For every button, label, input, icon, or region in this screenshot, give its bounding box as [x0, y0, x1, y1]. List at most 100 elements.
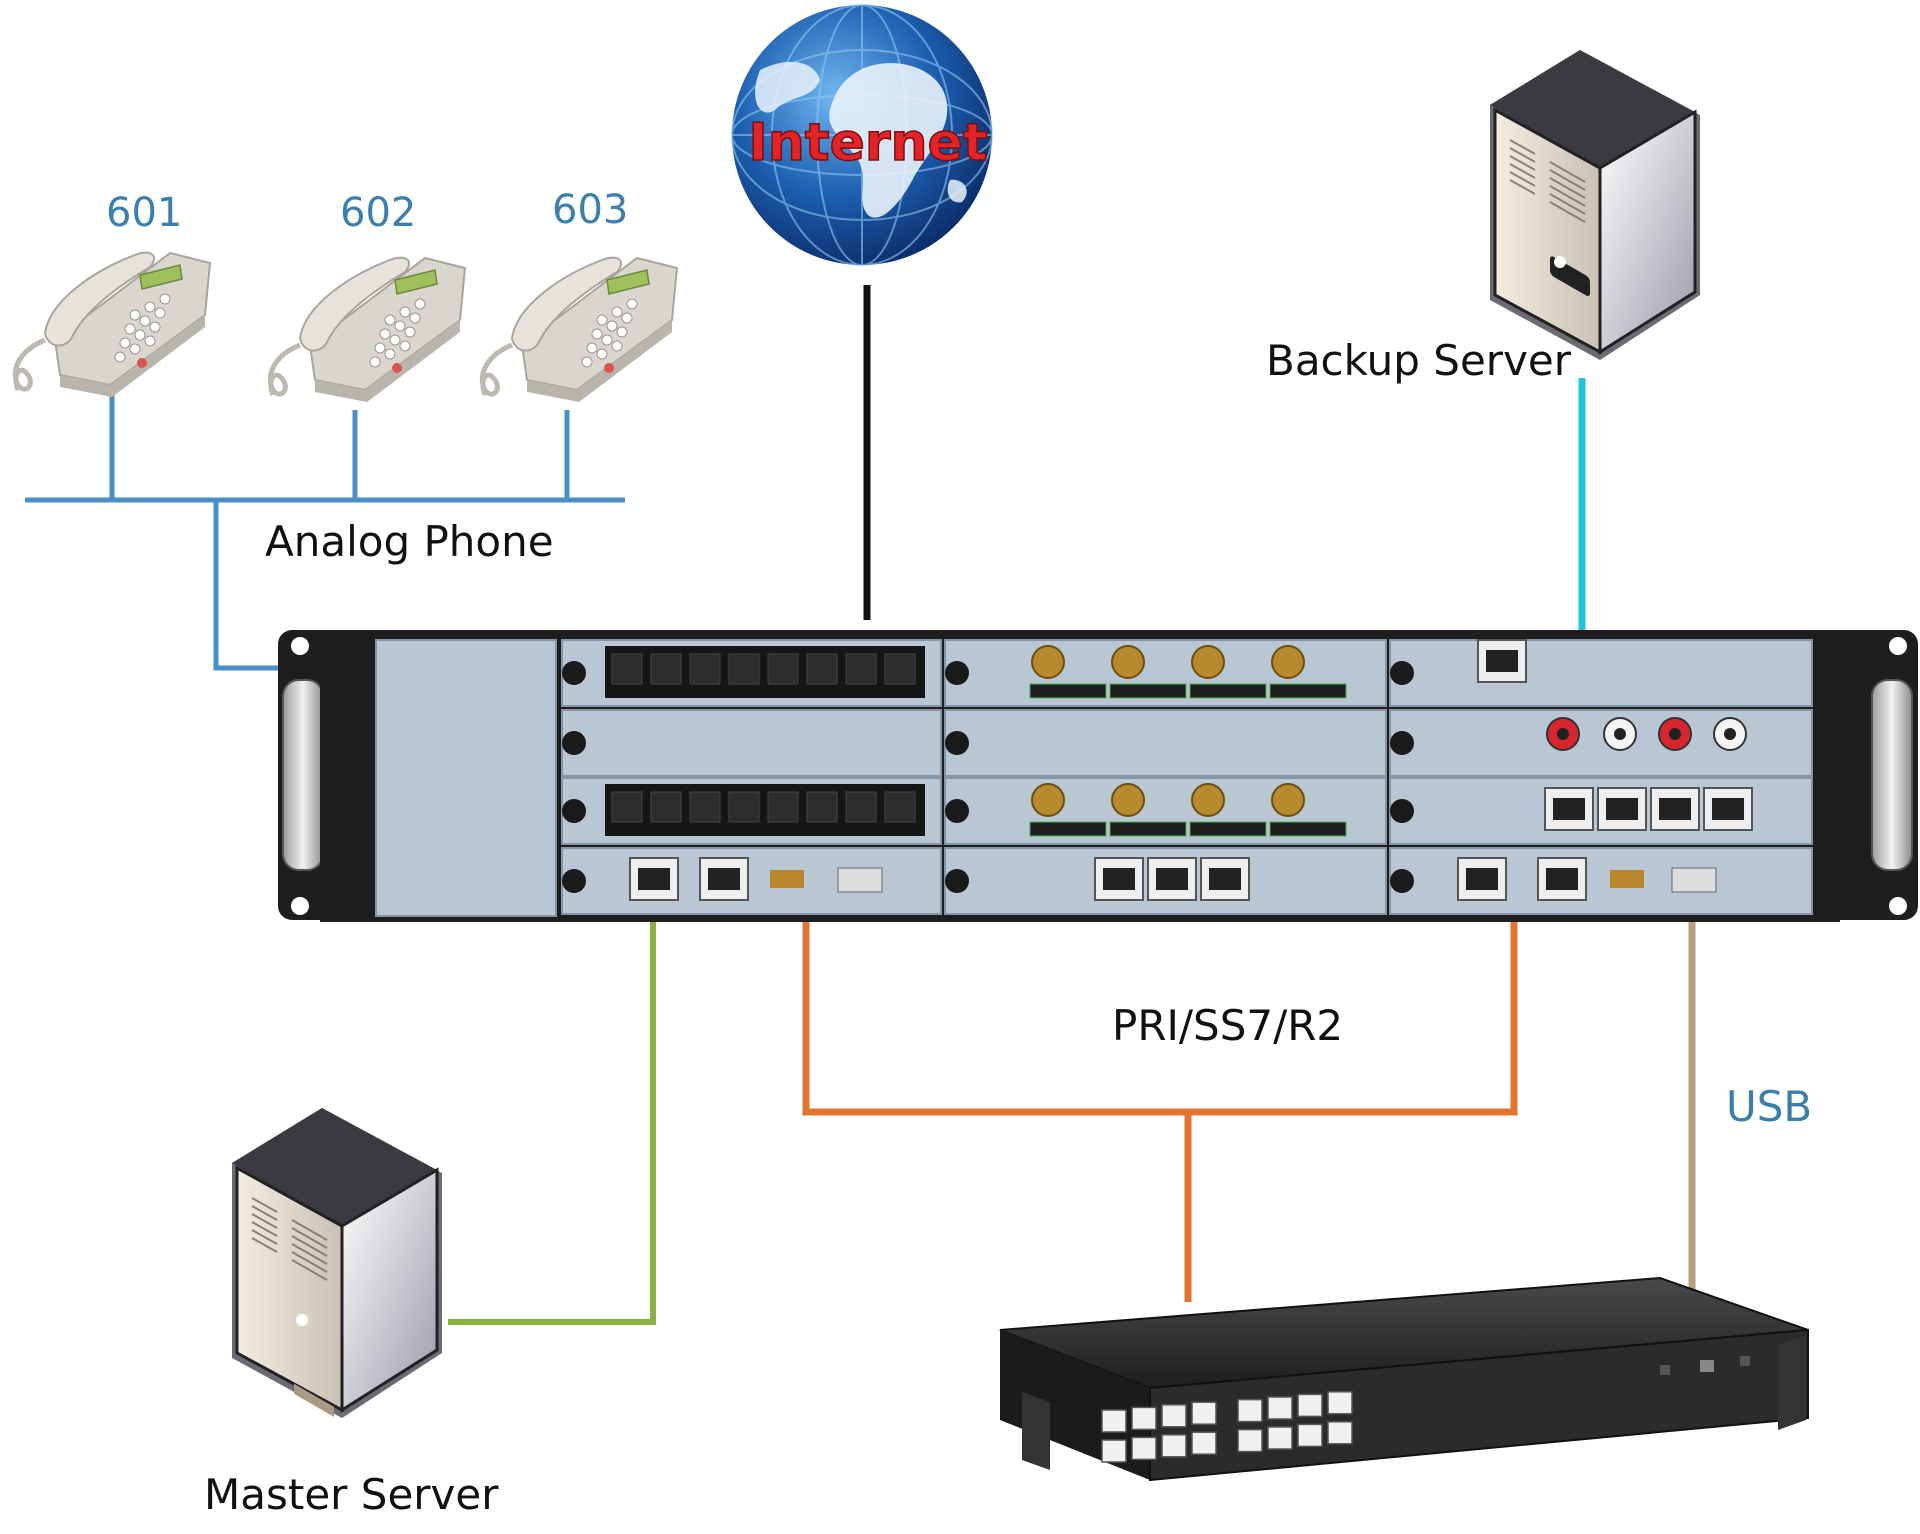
switch-port — [1267, 1426, 1293, 1450]
module-slot — [1389, 639, 1813, 707]
fxs-port — [689, 653, 721, 685]
slot-screw — [945, 731, 969, 755]
switch-port — [1327, 1421, 1353, 1445]
fxs-port — [728, 791, 760, 823]
rj45-port-jack — [708, 868, 740, 890]
rca-jack-center — [1614, 728, 1626, 740]
fxs-port — [689, 791, 721, 823]
fxs-port — [650, 791, 682, 823]
coax-connector-base — [1029, 683, 1107, 699]
slot-screw — [562, 661, 586, 685]
rj45-port-jack — [1659, 798, 1691, 820]
master-server-link — [448, 905, 656, 1325]
rack-handle-right — [1871, 679, 1913, 871]
extension-602-label: 602 — [340, 190, 417, 236]
coax-connector — [1271, 783, 1305, 817]
phone-icon — [12, 251, 212, 397]
switch-port — [1191, 1401, 1217, 1425]
fxs-port — [611, 653, 643, 685]
extension-601-label: 601 — [106, 190, 183, 236]
slot-screw — [562, 799, 586, 823]
rj45-port-jack — [1466, 868, 1498, 890]
phone-icon — [479, 256, 679, 402]
fxs-port — [845, 653, 877, 685]
rj45-port-jack — [1712, 798, 1744, 820]
rj45-port-jack — [1103, 868, 1135, 890]
module-slot — [1389, 709, 1813, 777]
extension-603-label: 603 — [552, 187, 629, 233]
rca-jack-center — [1669, 728, 1681, 740]
rj45-port-jack — [1209, 868, 1241, 890]
usb-port — [837, 867, 883, 893]
slot-screw — [945, 799, 969, 823]
coax-connector-base — [1109, 683, 1187, 699]
rack-handle-left — [282, 679, 324, 871]
phone-icon — [267, 256, 467, 402]
slot-screw — [945, 869, 969, 893]
switch-port — [1101, 1409, 1127, 1433]
master-server-label: Master Server — [204, 1470, 499, 1519]
switch-port — [1161, 1404, 1187, 1428]
module-slot — [561, 709, 942, 777]
coax-connector-base — [1189, 683, 1267, 699]
switch-port — [1237, 1398, 1263, 1423]
slot-screw — [562, 869, 586, 893]
switch-port — [1101, 1439, 1127, 1463]
server-icon — [1490, 50, 1700, 360]
module-slot — [561, 847, 942, 915]
coax-connector-base — [1269, 683, 1347, 699]
coax-connector — [1191, 783, 1225, 817]
coax-connector — [1031, 783, 1065, 817]
rj45-port-jack — [638, 868, 670, 890]
rack-gateway — [278, 630, 1918, 922]
backup-server-label: Backup Server — [1266, 336, 1572, 385]
coax-connector-base — [1269, 821, 1347, 837]
analog-phone-label: Analog Phone — [265, 517, 554, 566]
fxs-port — [767, 791, 799, 823]
module-slot — [944, 709, 1387, 777]
hdmi-port — [1610, 870, 1644, 888]
coax-connector — [1111, 645, 1145, 679]
rj45-port-jack — [1546, 868, 1578, 890]
fxs-port — [650, 653, 682, 685]
coax-connector — [1271, 645, 1305, 679]
rca-jack-center — [1724, 728, 1736, 740]
rj45-port-jack — [1156, 868, 1188, 890]
fxs-port — [884, 653, 916, 685]
globe-icon — [731, 4, 993, 266]
coax-connector-base — [1189, 821, 1267, 837]
module-slot — [1389, 847, 1813, 915]
server-icon — [232, 1108, 442, 1418]
rj45-port-jack — [1553, 798, 1585, 820]
switch-port — [1297, 1393, 1323, 1418]
fxs-port — [806, 653, 838, 685]
coax-connector-base — [1109, 821, 1187, 837]
trunk-label: PRI/SS7/R2 — [1112, 1001, 1344, 1050]
slot-screw — [1390, 731, 1414, 755]
coax-connector-base — [1029, 821, 1107, 837]
internet-label: Internet — [748, 113, 987, 173]
switch-port-block — [1101, 1391, 1353, 1463]
rca-jack-center — [1557, 728, 1569, 740]
switch-port — [1297, 1423, 1323, 1448]
switch-port — [1161, 1434, 1187, 1458]
slot-screw — [945, 661, 969, 685]
coax-connector — [1031, 645, 1065, 679]
slot-screw — [1390, 661, 1414, 685]
fxs-port — [845, 791, 877, 823]
switch-port — [1131, 1436, 1157, 1461]
fxs-port — [611, 791, 643, 823]
fxs-port — [767, 653, 799, 685]
fxs-port — [806, 791, 838, 823]
slot-screw — [1390, 869, 1414, 893]
coax-connector — [1111, 783, 1145, 817]
fxs-port — [884, 791, 916, 823]
rj45-port-jack — [1606, 798, 1638, 820]
hdmi-port — [770, 870, 804, 888]
slot-screw — [1390, 799, 1414, 823]
trunk-link — [802, 906, 1518, 1302]
switch-port — [1131, 1406, 1157, 1431]
switch-port — [1237, 1428, 1263, 1453]
